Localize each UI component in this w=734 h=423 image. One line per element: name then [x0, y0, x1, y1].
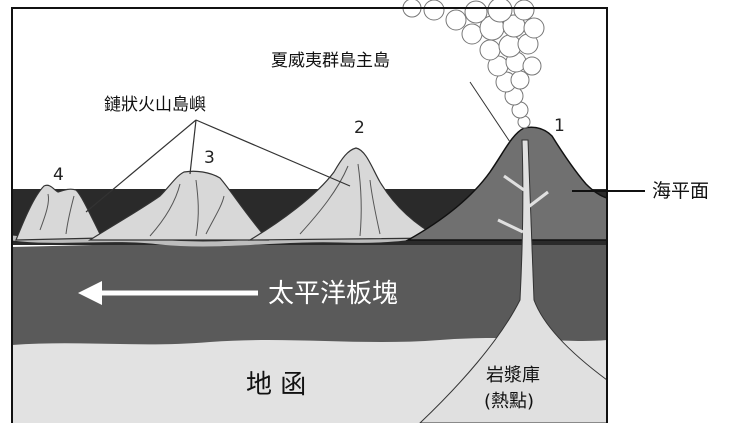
hotspot-label: (熱點) — [484, 391, 534, 412]
main-volcano — [405, 126, 608, 241]
island-number-2: 2 — [354, 118, 365, 138]
island-number-3: 3 — [204, 148, 215, 168]
island-2 — [247, 147, 441, 241]
magma-column — [419, 139, 608, 423]
island-3 — [87, 170, 270, 241]
eruption-plume — [402, 0, 545, 129]
sea-level-label: 海平面 — [652, 180, 709, 202]
pacific-plate-label: 太平洋板塊 — [268, 279, 398, 309]
island-texture-lines — [39, 163, 381, 237]
magma-chamber-label: 岩漿庫 — [486, 365, 540, 386]
chain-islands-pointers — [85, 119, 351, 213]
diagram-frame — [11, 7, 608, 423]
main-island-label: 夏威夷群島主島 — [271, 51, 390, 71]
island-number-1: 1 — [554, 116, 565, 136]
pacific-plate-layer — [12, 232, 607, 345]
chain-islands-label: 鏈狀火山島嶼 — [104, 95, 206, 115]
mantle-label: 地 函 — [246, 370, 306, 400]
island-4 — [15, 184, 103, 241]
plate-motion-arrow — [78, 281, 258, 305]
magma-conduit-branches — [497, 174, 549, 234]
main-island-pointer — [469, 81, 511, 143]
island-number-4: 4 — [53, 165, 64, 185]
